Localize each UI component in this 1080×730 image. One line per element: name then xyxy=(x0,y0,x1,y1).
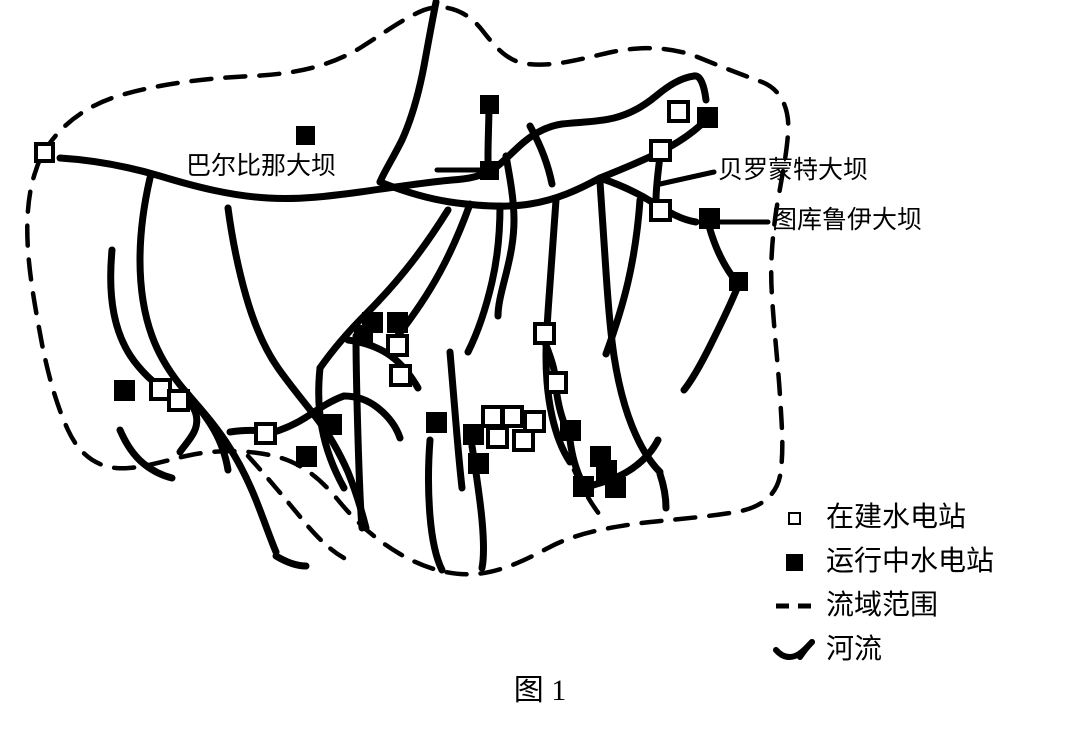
marker-under-construction[interactable] xyxy=(523,410,546,433)
marker-under-construction[interactable] xyxy=(649,139,672,162)
river-lower-center-left xyxy=(264,392,348,438)
marker-operating[interactable] xyxy=(114,380,135,401)
basin-boundary-lower-dashed xyxy=(245,453,347,561)
marker-under-construction[interactable] xyxy=(501,405,524,428)
figure-caption: 图 1 xyxy=(513,674,567,707)
marker-operating[interactable] xyxy=(296,126,315,145)
marker-operating[interactable] xyxy=(463,424,484,445)
filled-square-icon xyxy=(772,553,816,571)
legend-label-under-construction: 在建水电站 xyxy=(826,502,967,533)
marker-under-construction[interactable] xyxy=(667,100,690,123)
marker-under-construction[interactable] xyxy=(649,199,672,222)
basin-boundary-dashed xyxy=(25,4,791,577)
label-leader-lines xyxy=(434,167,771,225)
marker-under-construction[interactable] xyxy=(481,405,504,428)
river-belo-monte-marker-link xyxy=(652,152,664,204)
legend-label-operating: 运行中水电站 xyxy=(826,546,995,577)
marker-operating[interactable] xyxy=(468,453,489,474)
river-east-branch-3 xyxy=(602,196,644,358)
legend-item-operating: 运行中水电站 xyxy=(772,540,1072,584)
river-vertical-mid xyxy=(352,332,366,532)
river-east-sinuous xyxy=(494,152,518,320)
map-label-belo-monte-dam: 贝罗蒙特大坝 xyxy=(718,157,869,184)
marker-under-construction[interactable] xyxy=(254,422,277,445)
river-left-lower-branch xyxy=(182,388,232,474)
marker-operating[interactable] xyxy=(596,460,617,481)
map-label-tucurui-dam: 图库鲁伊大坝 xyxy=(772,207,923,234)
river-east-branch-2 xyxy=(596,178,664,476)
leader-belomonte xyxy=(657,169,717,187)
marker-operating[interactable] xyxy=(605,477,626,498)
marker-under-construction[interactable] xyxy=(512,429,535,452)
legend-item-river: 河流 xyxy=(772,628,1072,672)
legend-label-basin-boundary: 流域范围 xyxy=(826,590,939,621)
marker-operating[interactable] xyxy=(573,476,594,497)
river-left-mid xyxy=(224,204,370,532)
river-mid-bottom-1 xyxy=(425,436,446,574)
marker-operating[interactable] xyxy=(560,420,581,441)
river-network-group xyxy=(56,0,742,574)
river-lower-center-hook xyxy=(340,392,404,442)
marker-under-construction[interactable] xyxy=(34,142,55,163)
marker-operating[interactable] xyxy=(296,446,317,467)
marker-layer-operating xyxy=(114,95,748,498)
marker-under-construction[interactable] xyxy=(486,426,509,449)
marker-under-construction[interactable] xyxy=(389,364,412,387)
marker-operating[interactable] xyxy=(697,107,718,128)
river-tucurui-down xyxy=(680,282,742,394)
river-center-tributary-2 xyxy=(464,202,504,356)
river-center-left-main xyxy=(316,206,452,372)
marker-operating[interactable] xyxy=(387,312,408,333)
river-se-tail xyxy=(656,470,670,512)
marker-under-construction[interactable] xyxy=(167,389,190,412)
marker-operating[interactable] xyxy=(480,95,499,114)
marker-operating[interactable] xyxy=(699,208,720,229)
river-left-bottom-curve xyxy=(116,426,176,482)
river-se-confluence xyxy=(586,436,662,490)
marker-operating[interactable] xyxy=(729,272,748,291)
river-bottom-hook-left xyxy=(272,552,310,570)
map-label-balbina-dam: 巴尔比那大坝 xyxy=(186,153,337,180)
river-north-central xyxy=(376,0,440,186)
legend-item-under-construction: 在建水电站 xyxy=(772,496,1072,540)
river-line-icon xyxy=(772,637,816,663)
river-center-south xyxy=(446,348,466,492)
legend: 在建水电站 运行中水电站 流域范围 河流 xyxy=(772,496,1072,672)
legend-item-basin-boundary: 流域范围 xyxy=(772,584,1072,628)
marker-operating[interactable] xyxy=(354,325,373,344)
marker-under-construction[interactable] xyxy=(533,322,556,345)
river-ne-branch-b xyxy=(596,174,700,226)
river-left-large xyxy=(136,174,280,556)
dashed-line-icon xyxy=(772,600,816,612)
river-se-lower xyxy=(566,436,586,486)
river-confluence-hub xyxy=(376,174,604,210)
marker-operating[interactable] xyxy=(480,161,499,180)
river-east-upper-hook xyxy=(526,122,556,188)
marker-under-construction[interactable] xyxy=(545,371,568,394)
river-center-tributary-1 xyxy=(392,200,474,342)
marker-operating[interactable] xyxy=(321,414,342,435)
marker-operating[interactable] xyxy=(426,412,447,433)
marker-under-construction[interactable] xyxy=(386,334,409,357)
marker-layer-under-construction xyxy=(34,100,690,452)
legend-label-river: 河流 xyxy=(826,634,883,665)
hollow-square-icon xyxy=(772,511,816,525)
